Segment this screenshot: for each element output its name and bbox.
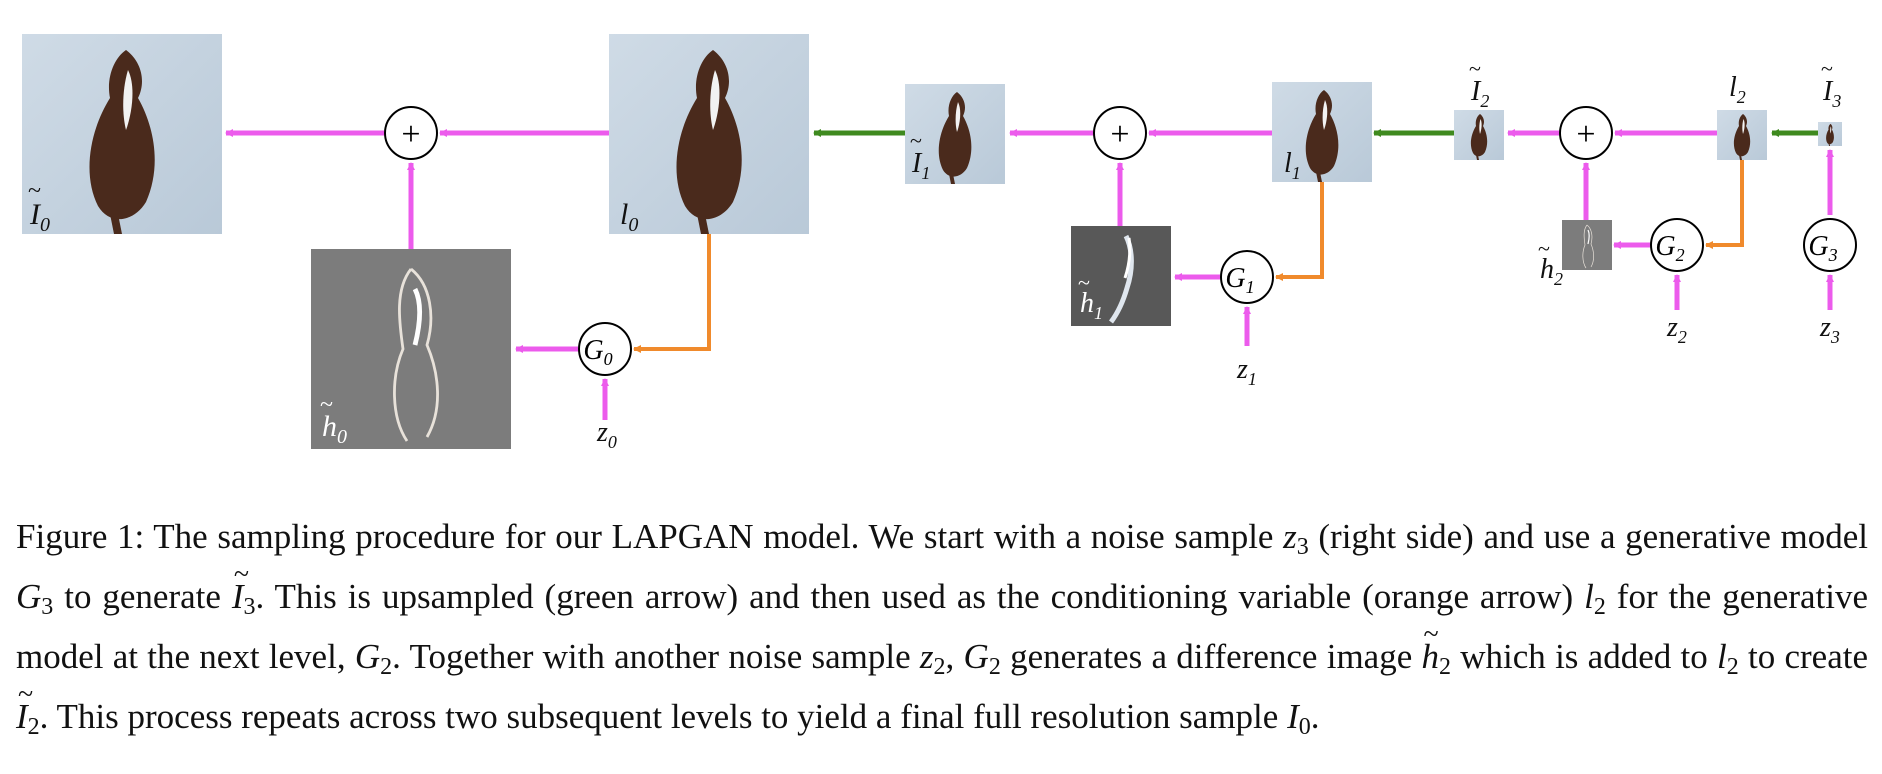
arrow-l2-to-G2-conditioning [1705,160,1744,249]
plus-sign-0: + [401,116,420,153]
image-h2-tilde [1561,219,1613,271]
math-z2: z2 [919,637,946,680]
label-z3: z3 [1819,312,1840,347]
math-h2-tilde: h2 [1422,610,1452,692]
math-l2: l2 [1584,577,1606,620]
math-l2b: l2 [1717,637,1739,680]
label-l1: l1 [1284,148,1301,183]
generator-node-G3 [1803,218,1857,272]
image-l0 [609,34,809,234]
plus-node-0 [384,106,438,160]
image-h0-tilde [311,249,511,449]
generator-label-G1: G1 [1225,263,1254,297]
label-I2-tilde: I2 [1470,76,1489,111]
label-h0-tilde: h0 [322,410,347,448]
plus-node-1 [1093,106,1147,160]
tilde-I0: ~ [28,178,41,204]
tilde-h0: ~ [320,392,333,418]
math-G3: G3 [16,577,54,620]
label-z0: z0 [596,417,617,452]
generator-node-G2 [1650,218,1704,272]
arrow-l1-to-G1-conditioning [1275,182,1324,281]
plus-node-2 [1559,106,1613,160]
math-I2-tilde: I2 [16,670,40,752]
tilde-I2: ~ [1469,56,1481,81]
math-z3: z3 [1283,517,1309,560]
plus-sign-1: + [1110,116,1129,153]
generator-node-G1 [1220,250,1274,304]
math-G2: G2 [354,637,393,680]
plus-sign-2: + [1576,116,1595,153]
image-I0-tilde [22,34,222,234]
math-G2b: G2 [963,637,1001,680]
generator-label-G3: G3 [1808,231,1837,265]
math-I0: I0 [1287,697,1311,740]
generator-node-G0 [578,322,632,376]
tilde-I1: ~ [910,128,922,153]
label-h2-tilde: h2 [1540,254,1563,289]
tilde-h1: ~ [1078,270,1090,295]
label-h1-tilde: h1 [1080,288,1103,323]
image-l2 [1717,110,1767,160]
image-I3-tilde [1818,122,1842,146]
figure-caption: Figure 1: The sampling procedure for our… [16,512,1868,752]
tilde-h2: ~ [1538,236,1550,261]
label-l2: l2 [1729,72,1746,107]
generator-label-G0: G0 [583,335,612,369]
generator-label-G2: G2 [1655,231,1684,265]
label-I0-tilde: I0 [29,198,50,236]
arrow-l0-to-G0-conditioning [633,234,711,353]
tilde-I3: ~ [1821,56,1833,81]
label-I1-tilde: I1 [911,148,930,183]
label-z1: z1 [1236,354,1257,389]
label-l0: l0 [620,198,638,236]
lapgan-diagram: + G0 I0 ~ l0 h0 ~ z0 + G1 I1 ~ l1 h1 ~ z… [22,34,1857,452]
label-I3-tilde: I3 [1822,76,1841,111]
image-I2-tilde [1454,110,1504,160]
math-I3-tilde: I3 [232,550,256,632]
label-z2: z2 [1666,312,1687,347]
caption-figure-label: Figure 1: [16,517,145,556]
